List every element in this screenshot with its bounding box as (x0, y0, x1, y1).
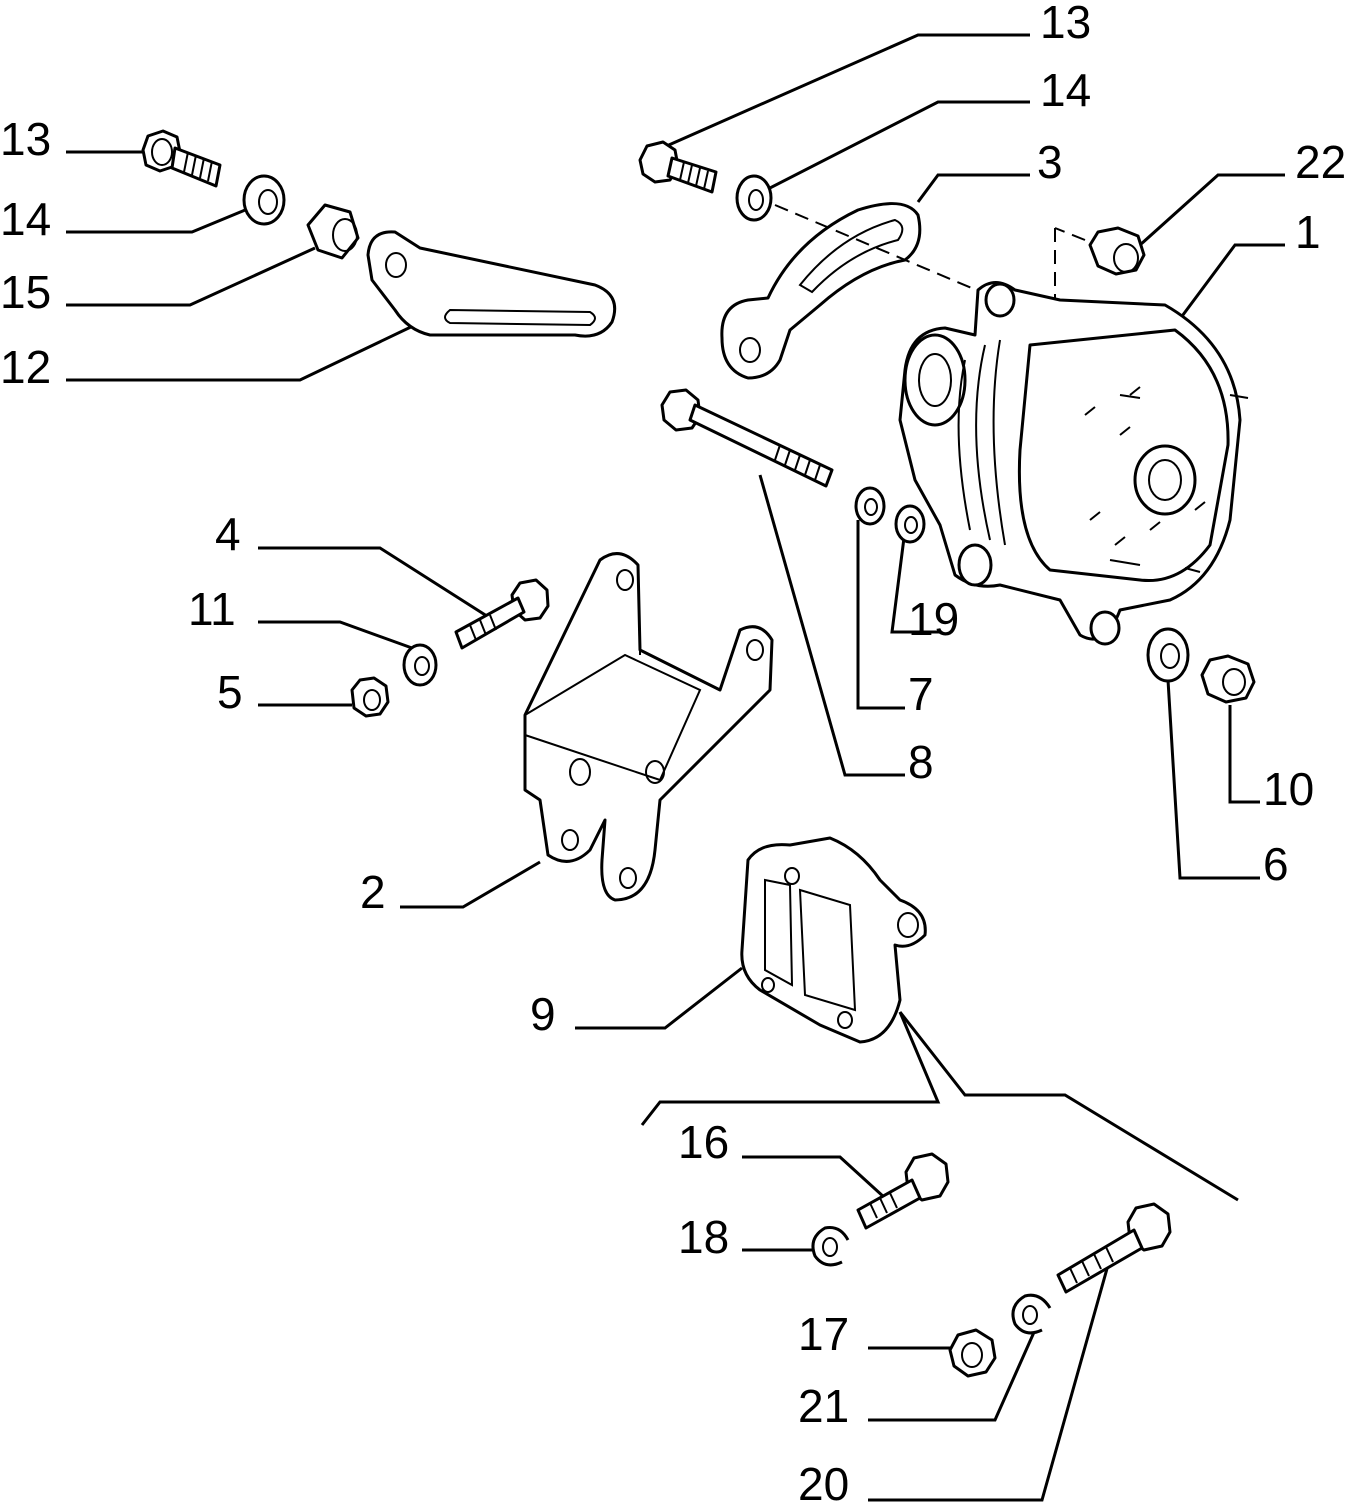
leader-19 (890, 529, 940, 634)
leader-4 (258, 546, 491, 620)
callout-21: 21 (798, 1380, 849, 1432)
leader-3 (916, 173, 1030, 203)
washer-11 (402, 643, 438, 687)
callout-3: 3 (1037, 136, 1063, 188)
leader-2 (400, 860, 541, 909)
clip-18 (811, 1226, 850, 1267)
washer-14-left (242, 174, 286, 226)
clip-21 (1011, 1293, 1052, 1335)
washer-7 (854, 486, 886, 526)
callout-18: 18 (678, 1211, 729, 1263)
callout-7: 7 (908, 668, 934, 720)
callout-9: 9 (530, 988, 556, 1040)
callout-6: 6 (1263, 838, 1289, 890)
leader-21 (868, 1329, 1037, 1422)
leader-11 (258, 620, 413, 650)
bracket-3 (720, 202, 922, 380)
callout-17: 17 (798, 1308, 849, 1360)
nut-22 (1088, 226, 1146, 276)
leader-7 (856, 520, 905, 710)
leader-14-left (66, 206, 251, 234)
leader-10 (1228, 705, 1260, 804)
leader-20 (868, 1257, 1112, 1502)
callout-16: 16 (678, 1116, 729, 1168)
leader-9 (575, 966, 743, 1030)
washer-14-top (735, 174, 773, 222)
leader-13-top (661, 33, 1030, 150)
alternator-1 (898, 281, 1249, 646)
bolt-20 (1056, 1202, 1172, 1294)
bolt-13-left (141, 129, 222, 188)
callout-12: 12 (0, 341, 51, 393)
leader-12 (66, 323, 416, 382)
callout-13-left: 13 (0, 113, 51, 165)
leader-22 (1138, 173, 1285, 247)
spacer-15 (306, 203, 360, 260)
callout-14-top: 14 (1040, 64, 1091, 116)
callout-5: 5 (217, 666, 243, 718)
nut-10 (1200, 654, 1256, 704)
leader-15 (66, 246, 316, 307)
leader-6 (1166, 679, 1260, 880)
nut-5 (350, 676, 390, 718)
bolt-8 (660, 388, 834, 488)
leader-16 (742, 1155, 887, 1200)
callout-2: 2 (360, 866, 386, 918)
leader-8 (758, 474, 905, 777)
callout-4: 4 (215, 508, 241, 560)
callout-11: 11 (188, 583, 236, 635)
nut-17 (948, 1328, 997, 1378)
callout-8: 8 (908, 736, 934, 788)
callout-20: 20 (798, 1458, 849, 1505)
callout-10: 10 (1263, 763, 1314, 815)
callout-14-left: 14 (0, 193, 51, 245)
leader-9-fork-b (898, 1011, 1239, 1202)
callout-15: 15 (0, 266, 51, 318)
bolt-16 (856, 1152, 950, 1230)
leader-9-fork-a (640, 1011, 941, 1126)
bolt-4 (454, 578, 550, 650)
callout-13-top: 13 (1040, 0, 1091, 48)
bracket-12 (366, 230, 617, 338)
callout-22: 22 (1295, 136, 1346, 188)
leader-14-top (761, 100, 1030, 194)
bolt-13-top (638, 140, 718, 194)
washer-19 (894, 504, 926, 544)
callout-19: 19 (908, 593, 959, 645)
bracket-2 (523, 552, 774, 902)
leader-lines (66, 33, 1285, 1502)
callout-1: 1 (1295, 206, 1321, 258)
support-9 (740, 836, 927, 1044)
washer-6 (1146, 627, 1190, 683)
leader-1 (1166, 243, 1285, 336)
